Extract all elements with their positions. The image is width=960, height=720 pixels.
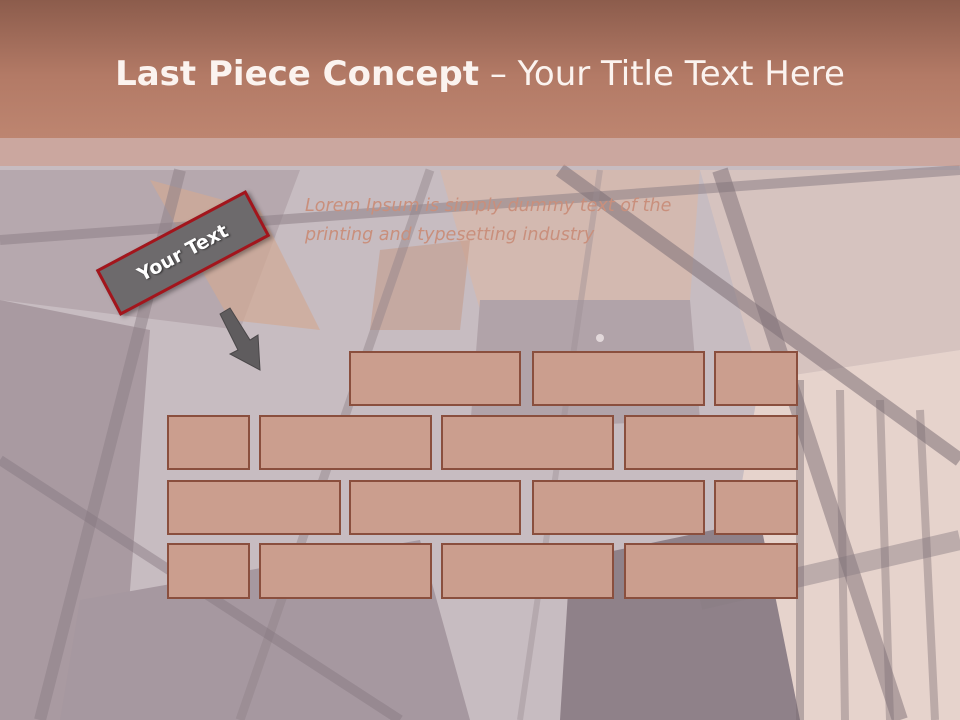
- title-bar: [0, 0, 960, 138]
- body-text-line-2: printing and typesetting industry: [305, 225, 595, 245]
- down-right-arrow-icon: [219, 307, 261, 371]
- title-rest: Your Title Text Here: [517, 54, 845, 94]
- title-bar-band: [0, 138, 960, 166]
- title-bold: Last Piece Concept: [115, 54, 480, 94]
- body-text: Lorem Ipsum is simply dummy text of the …: [305, 192, 725, 250]
- brick: [714, 351, 798, 406]
- brick: [441, 415, 614, 470]
- brick: [167, 480, 341, 535]
- brick: [532, 480, 705, 535]
- body-text-line-1: Lorem Ipsum is simply dummy text of the: [305, 196, 672, 216]
- title-dash: –: [489, 54, 507, 94]
- brick: [532, 351, 705, 406]
- brick: [349, 351, 521, 406]
- brick: [349, 480, 521, 535]
- brick: [441, 543, 614, 599]
- brick: [624, 415, 798, 470]
- brick: [714, 480, 798, 535]
- brick: [259, 543, 432, 599]
- slide-title: Last Piece Concept – Your Title Text Her…: [0, 52, 960, 96]
- brick: [624, 543, 798, 599]
- brick: [167, 415, 250, 470]
- brick: [167, 543, 250, 599]
- brick: [259, 415, 432, 470]
